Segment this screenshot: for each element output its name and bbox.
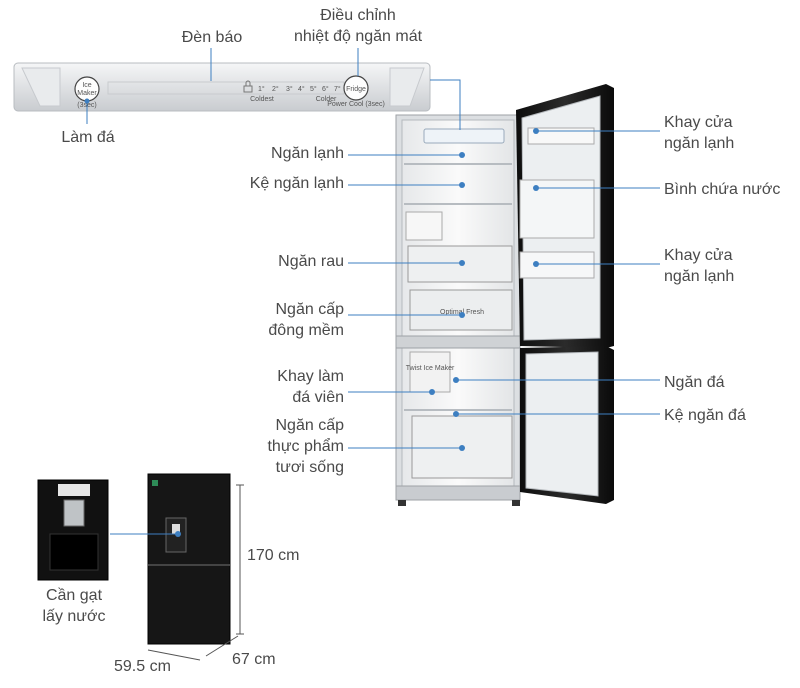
fridge-button[interactable]	[343, 75, 369, 101]
label-water-tank: Bình chứa nước	[664, 181, 781, 198]
temp-5: 5°	[310, 85, 317, 93]
label-ice-maker: Làm đá	[61, 129, 115, 146]
label-vegetable-drawer: Ngăn rau	[278, 253, 344, 270]
label-soft-freeze: Ngăn cấp đông mềm	[268, 301, 344, 339]
fridge-open: Optimal Fresh Twist Ice Maker	[395, 84, 614, 506]
leader-dots	[84, 98, 539, 537]
label-fridge-shelf: Kệ ngăn lạnh	[249, 175, 344, 192]
label-depth: 67 cm	[232, 651, 276, 668]
label-door-tray-bottom: Khay cửa ngăn lạnh	[664, 247, 735, 285]
fridge-closed	[37, 473, 244, 661]
label-height: 170 cm	[247, 547, 300, 564]
fridge-sub: Power Cool (3sec)	[327, 101, 385, 108]
temp-7: 7°	[334, 85, 341, 93]
label-ice-tray: Khay làm đá viên	[277, 368, 344, 406]
label-freezer-shelf: Kệ ngăn đá	[664, 407, 746, 424]
fridge-button-text: Fridge	[346, 86, 366, 93]
coldest-text: Coldest	[250, 96, 274, 103]
leader-lines	[86, 48, 660, 535]
temp-2: 2°	[272, 85, 279, 93]
label-water-lever: Cần gạt lấy nước	[42, 587, 106, 625]
label-indicator-light: Đèn báo	[181, 29, 243, 46]
temp-indicators: 1° 2° 3° 4° 5° 6° 7°	[258, 85, 341, 93]
colder-text: Colder	[316, 96, 337, 103]
label-freezer-compartment: Ngăn đá	[664, 374, 725, 391]
label-fresh-food-freezer: Ngăn cấp thực phẩm tươi sống	[267, 417, 344, 476]
lock-icon	[243, 80, 253, 93]
label-door-tray-top: Khay cửa ngăn lạnh	[664, 114, 735, 152]
temp-4: 4°	[298, 85, 305, 93]
temp-6: 6°	[322, 85, 329, 93]
ice-maker-sign: Twist Ice Maker	[406, 365, 455, 372]
temp-3: 3°	[286, 85, 293, 93]
label-fridge-compartment: Ngăn lạnh	[271, 145, 344, 162]
label-fridge-temp-adjust: Điều chỉnh nhiệt độ ngăn mát	[293, 7, 423, 45]
ice-maker-button[interactable]	[74, 76, 100, 102]
label-width: 59.5 cm	[114, 658, 171, 675]
temp-1: 1°	[258, 85, 265, 93]
